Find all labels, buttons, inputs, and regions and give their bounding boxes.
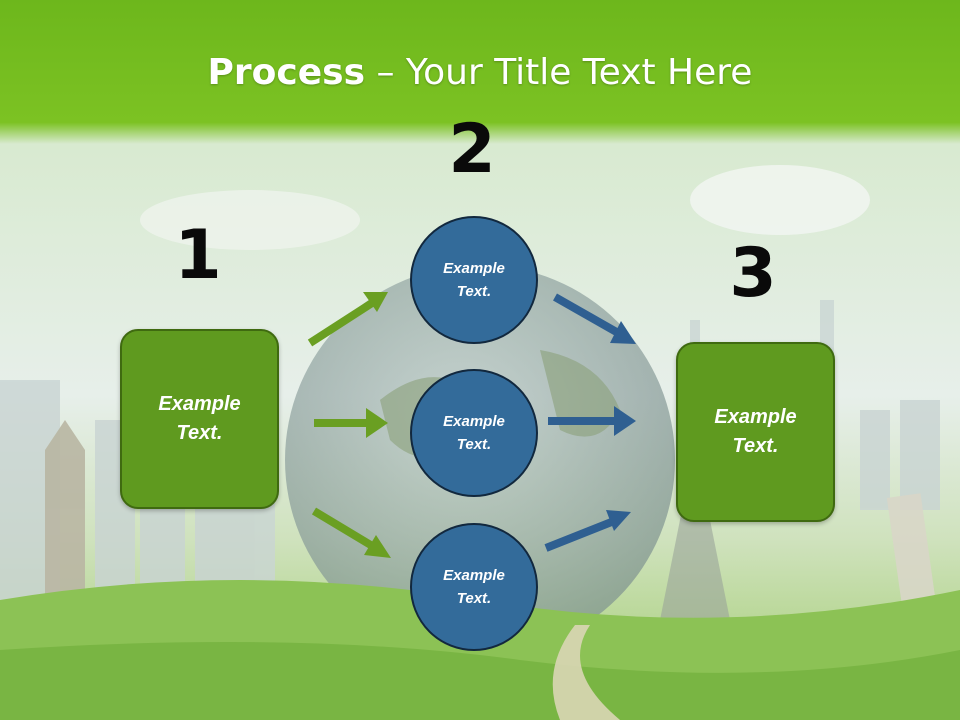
blue-arrow-icon bbox=[544, 510, 631, 552]
step-2-circle-middle: Example Text. bbox=[410, 369, 538, 497]
step-3-text-line2: Text. bbox=[732, 435, 779, 457]
step-2-circle-top: Example Text. bbox=[410, 216, 538, 344]
step-number-2: 2 bbox=[448, 110, 496, 189]
step-3-text-line1: Example bbox=[714, 406, 797, 428]
circle-text-line1: Example bbox=[443, 260, 505, 277]
title-bold: Process bbox=[207, 52, 366, 93]
step-number-3: 3 bbox=[729, 234, 777, 313]
step-number-1: 1 bbox=[174, 216, 222, 295]
green-arrow-icon bbox=[311, 507, 391, 558]
step-1-text-line1: Example bbox=[158, 393, 241, 415]
step-1-text-line2: Text. bbox=[176, 422, 223, 444]
circle-text-line1: Example bbox=[443, 413, 505, 430]
circle-text-line2: Text. bbox=[456, 590, 492, 607]
step-1-box: Example Text. bbox=[120, 329, 279, 509]
page-title: Process – Your Title Text Here bbox=[0, 52, 960, 93]
green-arrow-icon bbox=[314, 408, 388, 438]
blue-arrow-icon bbox=[553, 293, 636, 344]
step-3-box: Example Text. bbox=[676, 342, 835, 522]
green-arrow-icon bbox=[307, 292, 388, 347]
step-2-circle-bottom: Example Text. bbox=[410, 523, 538, 651]
blue-arrow-icon bbox=[548, 406, 636, 436]
title-rest: – Your Title Text Here bbox=[365, 52, 753, 93]
circle-text-line2: Text. bbox=[456, 436, 492, 453]
circle-text-line1: Example bbox=[443, 567, 505, 584]
circle-text-line2: Text. bbox=[456, 283, 492, 300]
